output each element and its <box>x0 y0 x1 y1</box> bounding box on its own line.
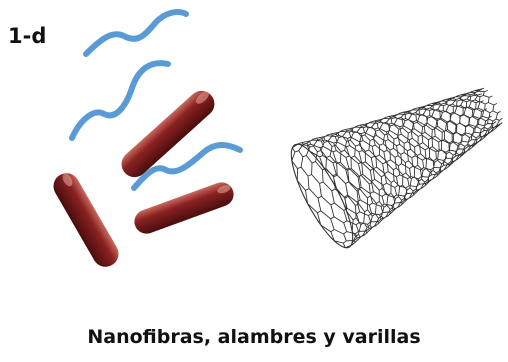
rod-1 <box>121 90 215 178</box>
nanotube-open-end <box>290 143 354 249</box>
figure-caption: Nanofibras, alambres y varillas <box>87 326 421 348</box>
fiber-3 <box>131 142 243 191</box>
fiber-2 <box>69 60 171 141</box>
carbon-nanotube <box>290 87 503 249</box>
rod-3 <box>134 182 234 234</box>
figure-label: 1-d <box>8 24 47 48</box>
rod-2 <box>53 173 119 267</box>
nanotube-lattice <box>291 87 503 249</box>
fiber-1 <box>83 9 189 57</box>
